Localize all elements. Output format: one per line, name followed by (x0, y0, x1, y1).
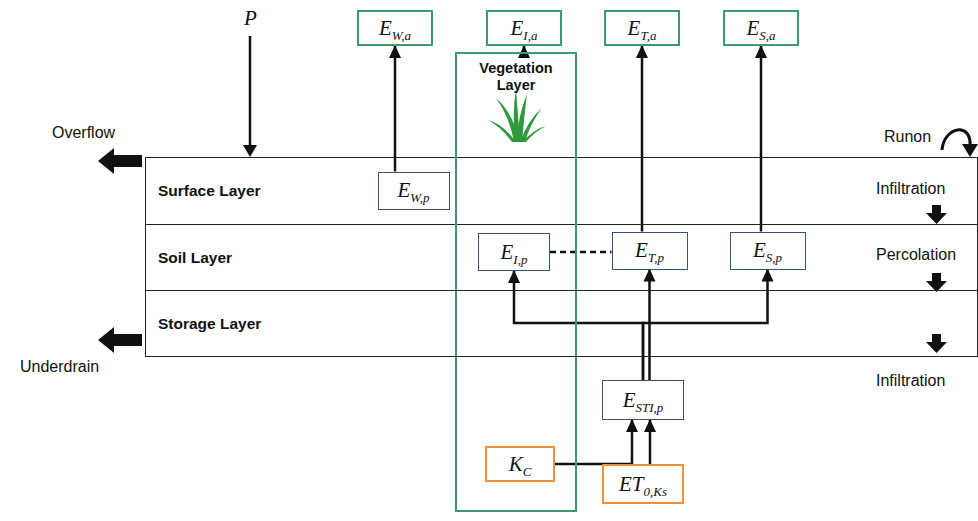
symbol-main: ET (619, 472, 644, 496)
vegetation-layer-box: Vegetation LayerEI,pKC (455, 52, 577, 512)
grass-icon (488, 90, 546, 142)
flow-label: Runon (884, 128, 931, 146)
coefficient-box: KC (485, 446, 555, 482)
symbol-main: E (397, 178, 410, 202)
coefficient-box: ET0,Ks (602, 464, 684, 504)
overflow-arrow (98, 148, 142, 174)
flow-arrow (514, 271, 643, 380)
potential-evaporation-box: EI,p (478, 233, 550, 271)
symbol-main: E (753, 238, 766, 262)
symbol-subscript: S,p (766, 250, 782, 265)
potential-evaporation-box: ET,p (612, 232, 688, 270)
flow-label: Percolation (876, 246, 956, 264)
symbol-main: E (511, 16, 524, 40)
actual-evaporation-box: ES,a (723, 10, 799, 46)
flow-label: Infiltration (876, 180, 945, 198)
symbol-main: E (635, 238, 648, 262)
flow-label: Underdrain (20, 358, 99, 376)
symbol-label: ET0,Ks (619, 472, 667, 497)
layer-band: Soil LayerET,pES,p (145, 225, 978, 291)
symbol-label: EW,a (379, 16, 411, 41)
symbol-label: ET,p (635, 238, 664, 263)
flow-arrow (641, 46, 644, 232)
symbol-label: ET,a (628, 16, 657, 41)
symbol-subscript: STI,p (636, 400, 664, 415)
underdrain-arrow (98, 327, 142, 353)
flow-label: Overflow (52, 124, 115, 142)
symbol-subscript: C (523, 464, 532, 479)
symbol-main: E (623, 388, 636, 412)
flow-label: Infiltration (876, 372, 945, 390)
symbol-subscript: W,a (392, 28, 411, 43)
symbol-main: E (501, 240, 514, 264)
symbol-subscript: I,a (523, 28, 537, 43)
symbol-label: ES,a (746, 16, 775, 41)
symbol-subscript: S,a (759, 28, 775, 43)
layer-name: Storage Layer (158, 315, 261, 333)
precipitation-arrowhead (243, 145, 257, 157)
flow-arrow (643, 270, 768, 381)
precipitation-label: P (244, 6, 257, 31)
potential-evaporation-box: ES,p (730, 232, 806, 270)
symbol-main: E (628, 16, 641, 40)
symbol-label: ESTI,p (623, 388, 664, 413)
runon-arrowhead (962, 144, 978, 157)
flow-arrow (760, 46, 763, 232)
actual-evaporation-box: EI,a (486, 10, 562, 46)
symbol-main: K (509, 452, 523, 476)
layer-name: Soil Layer (158, 249, 232, 267)
infiltration-arrow (926, 205, 947, 224)
symbol-subscript: I,p (513, 252, 527, 267)
grass-blade (520, 108, 542, 142)
percolation-arrow (926, 334, 947, 353)
dashed-connector (550, 251, 612, 254)
layer-name: Surface Layer (158, 182, 261, 200)
symbol-subscript: T,p (648, 250, 664, 265)
flow-arrow (649, 420, 652, 464)
potential-evaporation-box: EW,p (378, 172, 450, 210)
flow-arrow (394, 46, 397, 172)
symbol-subscript: 0,Ks (644, 484, 667, 499)
grass-blade (522, 126, 546, 142)
symbol-label: EW,p (397, 178, 429, 203)
symbol-label: KC (509, 452, 532, 477)
potential-evaporation-box: ESTI,p (602, 380, 684, 420)
symbol-label: EI,a (511, 16, 538, 41)
actual-evaporation-box: EW,a (357, 10, 433, 46)
layer-band: Surface Layer EW,p (145, 157, 978, 225)
percolation-arrow (926, 273, 947, 292)
symbol-label: EI,p (501, 240, 528, 265)
flow-arrow (555, 420, 632, 464)
layer-band: Storage Layer (145, 291, 978, 357)
symbol-subscript: T,a (640, 28, 656, 43)
precipitation-arrow (249, 36, 252, 146)
symbol-subscript: W,p (410, 190, 429, 205)
vegetation-title: Vegetation Layer (457, 60, 575, 95)
flow-arrow (648, 270, 651, 381)
grass-blade (514, 90, 520, 142)
symbol-main: E (746, 16, 759, 40)
grass-blade (488, 120, 516, 142)
symbol-label: ES,p (753, 238, 782, 263)
actual-evaporation-box: ET,a (604, 10, 680, 46)
symbol-main: E (379, 16, 392, 40)
